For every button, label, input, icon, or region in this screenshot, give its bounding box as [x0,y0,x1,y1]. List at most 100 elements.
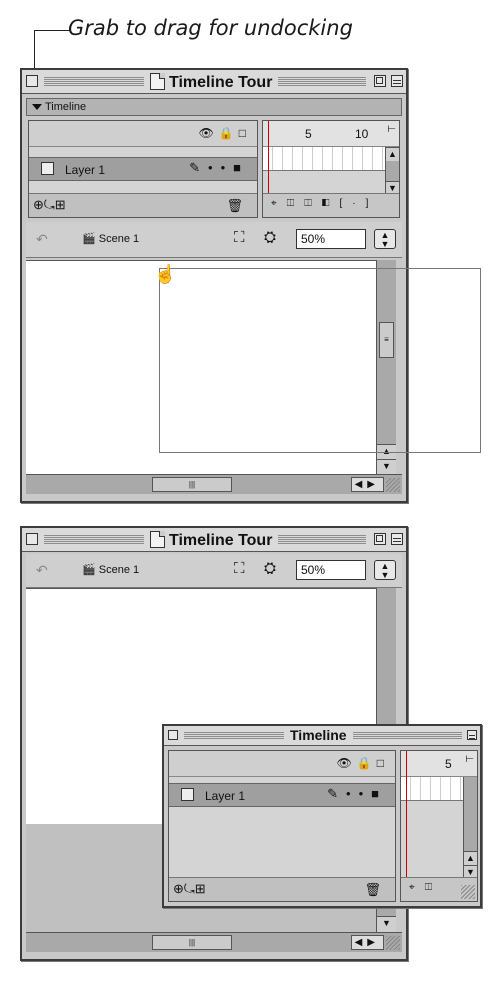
scene-indicator: 🎬 Scene 1 [82,232,139,245]
frame-ruler[interactable]: 5 ⊢ [401,751,477,777]
layer-header: 👁🔒□ [29,121,257,147]
scroll-thumb[interactable]: ||| [152,477,232,492]
window-title: Timeline Tour [144,531,279,550]
collapse-box[interactable] [467,730,477,740]
document-icon [150,531,165,548]
layer-name[interactable]: Layer 1 [65,163,106,177]
zoom-box[interactable] [374,533,386,545]
resize-grip[interactable] [386,478,400,492]
onion-outline-icon[interactable]: ◫ [304,198,322,209]
onion-markers-icon[interactable]: [·] [339,198,379,209]
zoom-field[interactable]: 50% [296,229,366,249]
layer-page-icon [41,162,54,175]
window-title: Timeline Tour [144,73,279,92]
layer-bottom-bar: ⊕⤿⊞ 🗑 [29,193,257,217]
insert-layer-icon[interactable]: ⊕ [173,881,184,896]
playhead[interactable] [406,751,407,901]
resize-grip[interactable] [386,936,400,950]
panel-label: Timeline [45,101,87,113]
timeline-panel-header[interactable]: Timeline [26,98,402,116]
frame-cells[interactable] [263,147,385,171]
scroll-thumb[interactable]: ||| [152,935,232,950]
close-box[interactable] [26,75,38,87]
title-bar[interactable]: Timeline Tour [22,70,406,94]
scene-switch-icon[interactable]: ⛭ [264,560,277,577]
scroll-down-arrow[interactable]: ▼ [377,459,396,474]
collapse-box[interactable] [391,533,403,545]
onion-skin-icon[interactable]: ◫ [286,198,305,209]
layer-row[interactable]: Layer 1 ✎••■ [29,157,257,181]
dot-icon[interactable]: • [208,160,221,175]
symbol-icon[interactable]: ⛶ [234,560,245,577]
outline-icon[interactable]: ■ [233,160,249,175]
layer-name[interactable]: Layer 1 [205,789,246,803]
zoom-box[interactable] [374,75,386,87]
scroll-thumb[interactable]: ≡ [379,322,394,358]
drag-outline [159,268,481,453]
scroll-up-arrow[interactable]: ▲ [386,147,399,161]
add-guide-icon[interactable]: ⤿ [183,881,195,896]
trash-icon[interactable]: 🗑 [364,882,381,897]
dot-icon[interactable]: • [358,786,372,801]
title-bar[interactable]: Timeline Tour [22,528,406,552]
playhead[interactable] [268,121,269,217]
collapse-box[interactable] [391,75,403,87]
scroll-up-arrow[interactable]: ▲ [464,851,477,865]
stage-vscroll[interactable]: ≡ ▲ ▼ [376,260,396,474]
edit-multiple-icon[interactable]: ◧ [321,198,340,209]
insert-folder-icon[interactable]: ⊞ [54,197,66,212]
frame-scrollbar[interactable]: ▲ ▼ [463,777,477,879]
symbol-icon[interactable]: ⛶ [234,229,245,246]
lock-icon[interactable]: 🔒 [218,126,239,140]
pencil-icon: ✎ [189,160,209,175]
scene-switch-icon[interactable]: ⛭ [264,229,277,246]
frame-cells[interactable] [401,777,463,801]
floating-timeline-window[interactable]: Timeline 👁🔒□ Layer 1 ✎••■ ⊕⤿⊞ 🗑 5 ⊢ ▲ ▼ … [162,724,482,908]
zoom-stepper[interactable]: ▲▼ [374,560,396,580]
back-arrow-icon[interactable]: ↶ [36,231,48,247]
frame-ruler[interactable]: 5 10 ⊢ [263,121,399,147]
scene-name: Scene 1 [98,233,140,245]
insert-folder-icon[interactable]: ⊞ [194,881,206,896]
layer-pane: 👁🔒□ Layer 1 ✎••■ ⊕⤿⊞ 🗑 [28,120,258,218]
stage[interactable] [26,260,376,474]
outline-icon[interactable]: □ [376,756,389,770]
frame-view-icon[interactable]: ⊢ [387,124,396,135]
stage-hscroll[interactable]: ||| ◀▶ [26,474,402,494]
title-bar[interactable]: Timeline [164,726,480,746]
frame-view-icon[interactable]: ⊢ [465,754,474,765]
outline-icon[interactable]: □ [238,126,251,140]
pencil-icon: ✎ [327,786,347,801]
insert-layer-icon[interactable]: ⊕ [33,197,44,212]
lock-icon[interactable]: 🔒 [356,756,377,770]
scroll-down-arrow[interactable]: ▼ [377,916,396,932]
scroll-arrows[interactable]: ◀▶ [350,477,384,492]
scroll-down-arrow[interactable]: ▼ [464,865,477,879]
center-frame-icon[interactable]: ⌖ [409,882,425,893]
edit-bar: ↶ 🎬 Scene 1 ⛶ ⛭ 50% ▲▼ [26,222,402,258]
clapper-icon: 🎬 [82,233,96,245]
eye-icon[interactable]: 👁 [198,126,219,140]
onion-skin-icon[interactable]: ◫ [424,882,443,893]
trash-icon[interactable]: 🗑 [226,198,243,213]
back-arrow-icon[interactable]: ↶ [36,562,48,578]
layer-row[interactable]: Layer 1 ✎••■ [169,783,395,807]
scene-name: Scene 1 [98,564,140,576]
close-box[interactable] [168,730,178,740]
zoom-stepper[interactable]: ▲▼ [374,229,396,249]
stage-hscroll[interactable]: ||| ◀▶ [26,932,402,952]
frame-scrollbar[interactable]: ▲ ▼ [385,147,399,195]
dot-icon[interactable]: • [220,160,234,175]
hand-icon: ☝ [154,264,177,284]
scroll-down-arrow[interactable]: ▼ [386,181,399,195]
outline-icon[interactable]: ■ [371,786,387,801]
resize-grip[interactable] [461,885,475,899]
add-guide-icon[interactable]: ⤿ [43,197,55,212]
close-box[interactable] [26,533,38,545]
eye-icon[interactable]: 👁 [336,756,357,770]
center-frame-icon[interactable]: ⌖ [271,198,287,209]
clapper-icon: 🎬 [82,564,96,576]
dot-icon[interactable]: • [346,786,359,801]
zoom-field[interactable]: 50% [296,560,366,580]
scroll-arrows[interactable]: ◀▶ [350,935,384,950]
